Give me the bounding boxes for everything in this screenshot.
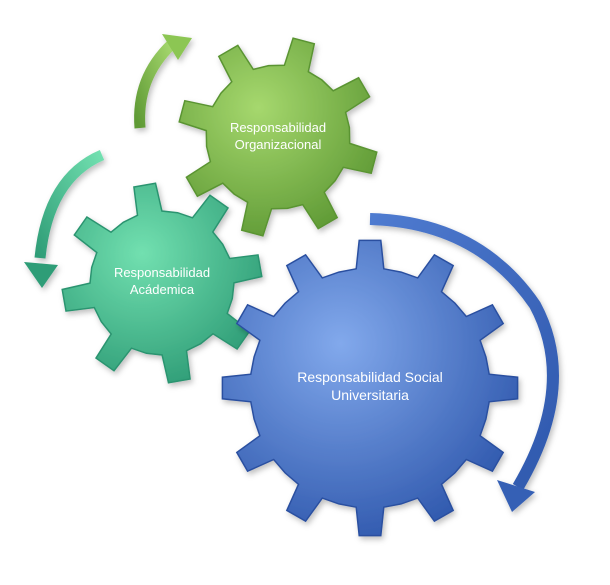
gear-academica-shape bbox=[61, 182, 263, 384]
gear-social: Responsabilidad Social Universitaria bbox=[221, 239, 519, 537]
gear-academica-label-line1: Responsabilidad bbox=[114, 265, 210, 280]
cycle-arrows bbox=[24, 34, 559, 512]
gear-academica-label-line2: Acádemica bbox=[130, 282, 195, 297]
gear-social-label-line1: Responsabilidad Social bbox=[297, 369, 443, 385]
cycle-arrow-blue bbox=[369, 213, 559, 512]
gear-social-label-line2: Universitaria bbox=[331, 387, 409, 403]
gear-organizacional: Responsabilidad Organizacional bbox=[178, 37, 378, 237]
gear-organizacional-label-line1: Responsabilidad bbox=[230, 120, 326, 135]
gear-organizacional-shape bbox=[178, 37, 378, 237]
cycle-arrow-green bbox=[134, 34, 192, 129]
gear-social-shape bbox=[221, 239, 519, 537]
cycle-arrow-teal bbox=[24, 149, 105, 288]
gear-organizacional-label-line2: Organizacional bbox=[235, 137, 322, 152]
gear-academica: Responsabilidad Acádemica bbox=[61, 182, 263, 384]
